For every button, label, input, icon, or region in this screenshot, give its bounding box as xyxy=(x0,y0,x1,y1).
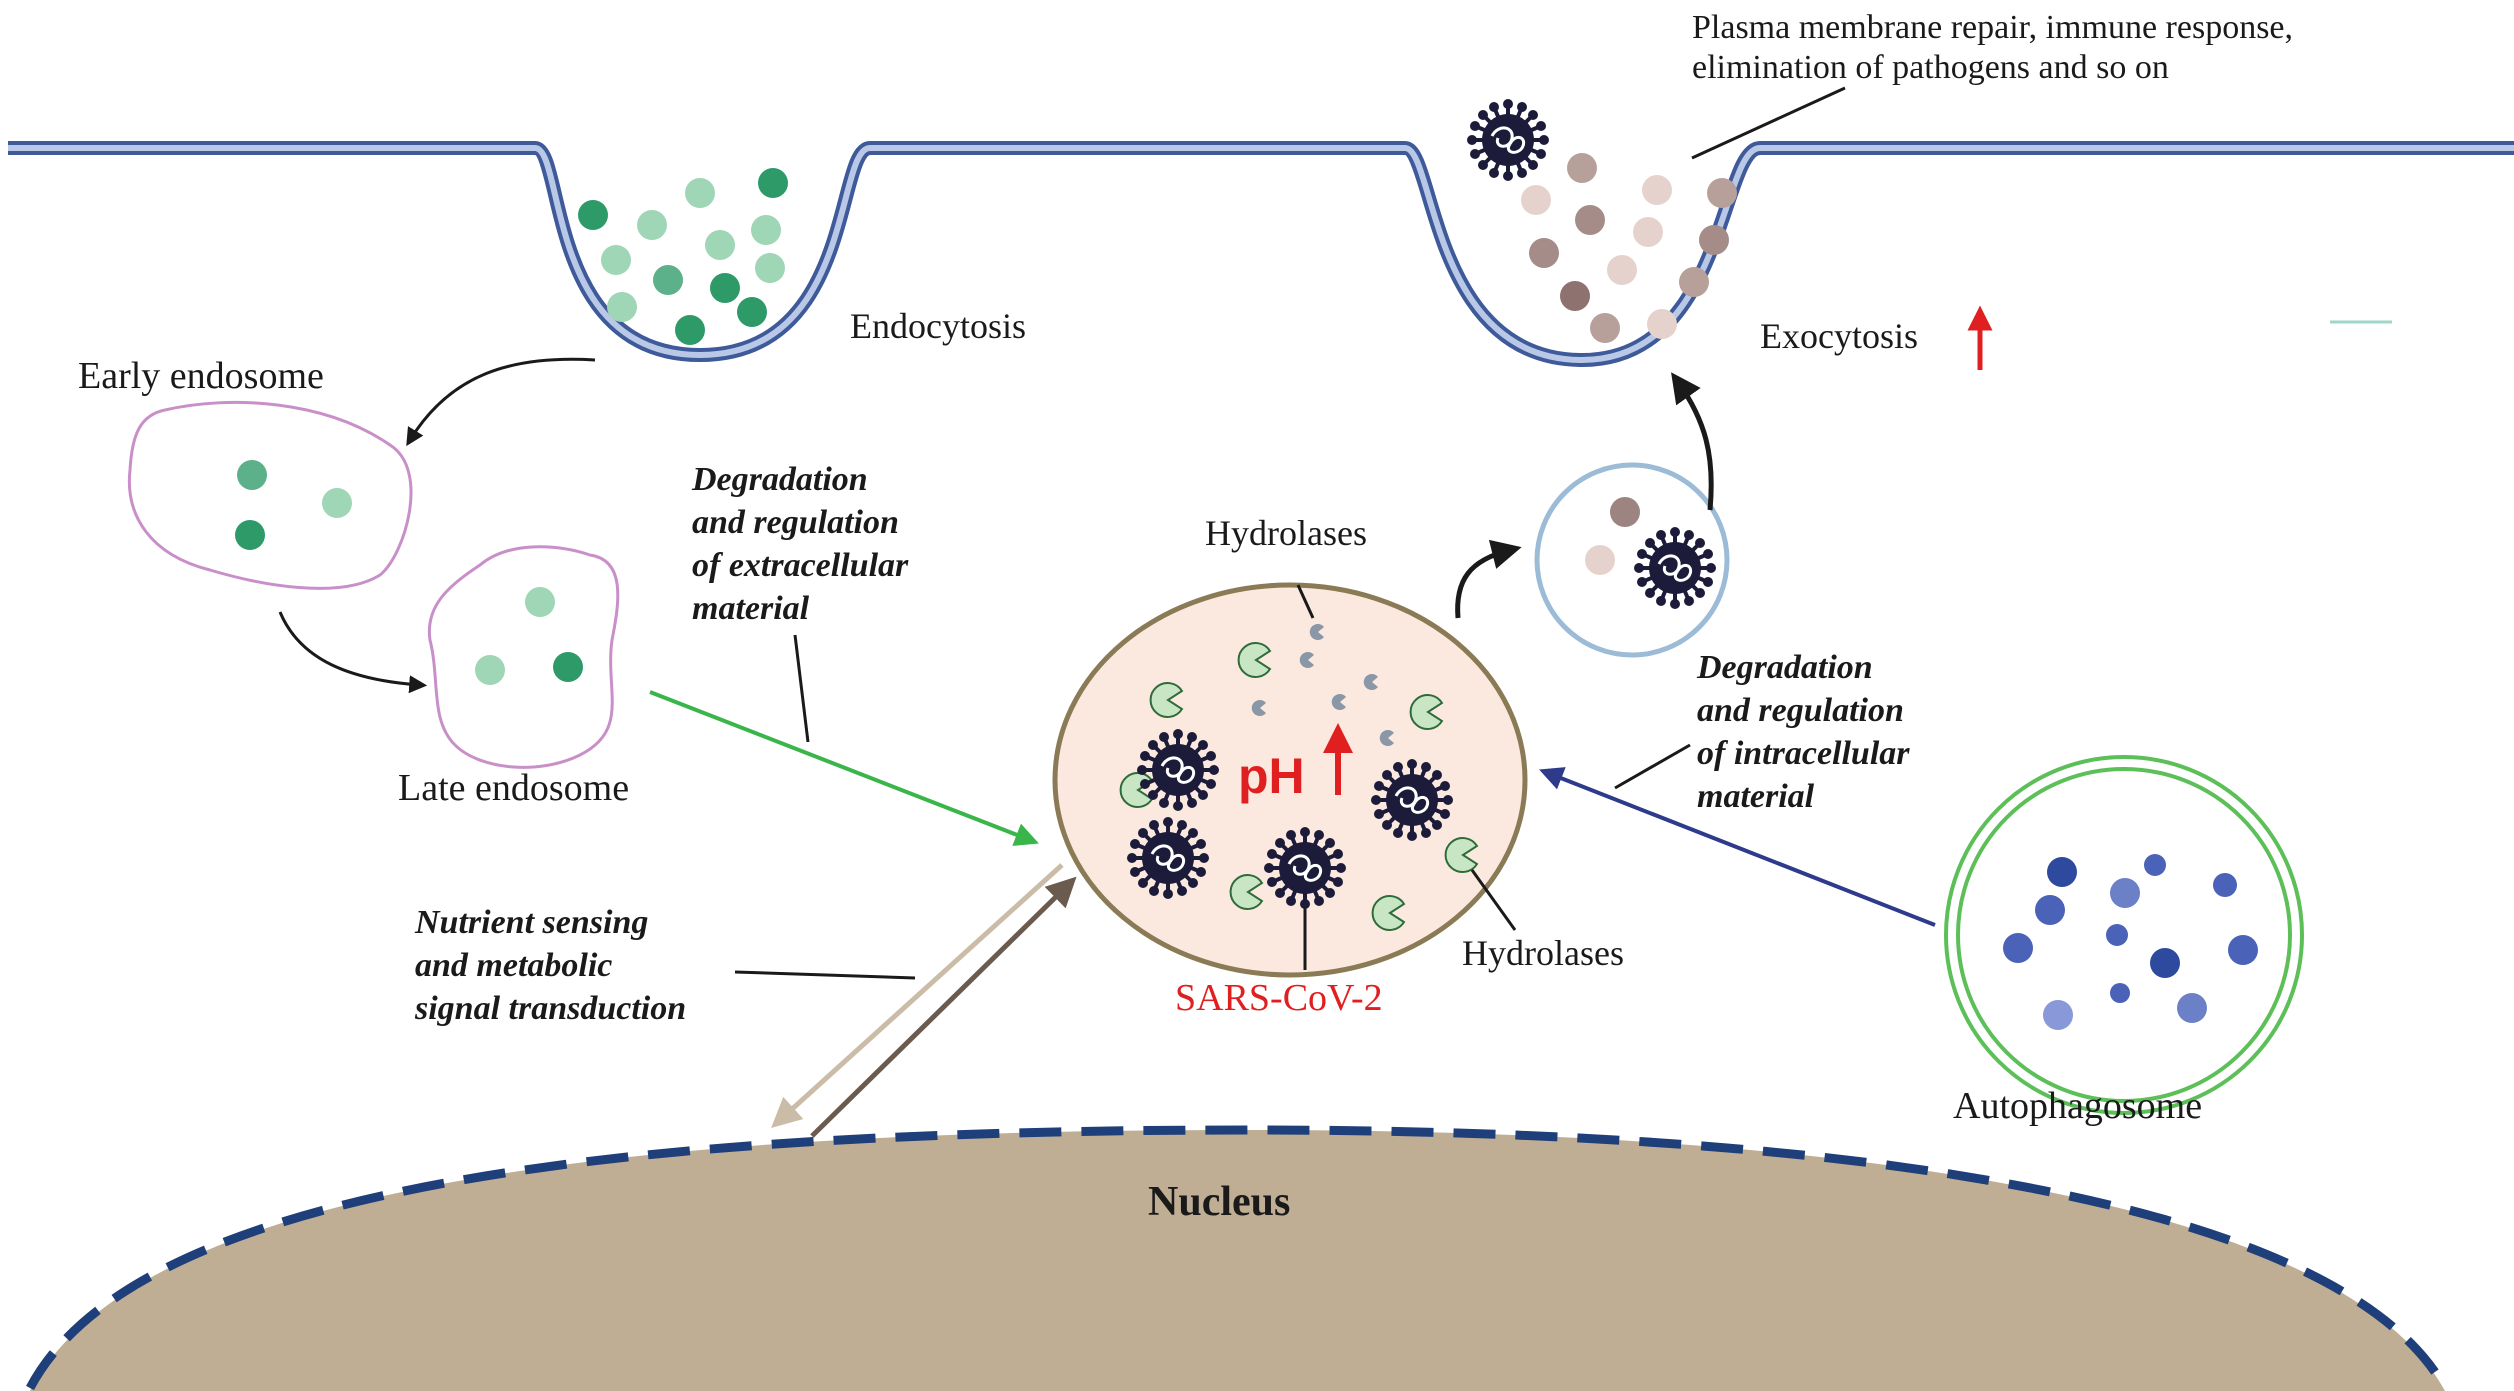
hydrolases-top-pointer xyxy=(1296,584,1315,619)
intracellular-label-line4: material xyxy=(1697,778,1815,815)
intracellular-arrow xyxy=(1539,767,1936,927)
nutrient-pointer xyxy=(734,970,916,980)
vesicle-cargo xyxy=(1610,497,1640,527)
vesicle-to-exocytosis-arrow xyxy=(1671,372,1714,511)
intracellular-pointer xyxy=(1614,743,1691,790)
nucleus-to-lysosome-arrow xyxy=(810,876,1077,1138)
early-endosome-label: Early endosome xyxy=(78,355,324,397)
extracellular-label-line1: Degradation xyxy=(691,461,868,498)
nucleus-label: Nucleus xyxy=(1148,1179,1290,1225)
nutrient-label-line1: Nutrient sensing xyxy=(414,904,648,941)
plasma-membrane-outer xyxy=(8,141,2514,368)
plasma-membrane xyxy=(8,141,2514,368)
intracellular-label-line1: Degradation xyxy=(1696,649,1873,686)
extracellular-label-line2: and regulation xyxy=(692,504,899,541)
nutrient-label-line2: and metabolic xyxy=(415,947,612,984)
hydrolases-bottom-label: Hydrolases xyxy=(1462,933,1624,973)
intracellular-label-line3: of intracellular xyxy=(1697,735,1910,772)
autophagosome-cargo xyxy=(2003,854,2258,1030)
extracellular-label-line3: of extracellular xyxy=(692,547,909,584)
virus-exiting-icon xyxy=(1465,97,1551,183)
lysosome-to-nucleus-arrow xyxy=(771,863,1064,1129)
late-endosome-label: Late endosome xyxy=(398,767,629,809)
late-endosome xyxy=(427,545,620,769)
sars-cov-2-label: SARS-CoV-2 xyxy=(1175,977,1383,1019)
plasma-membrane-inner xyxy=(8,145,2514,364)
endocytosis-arrow xyxy=(406,357,596,447)
intracellular-label-line2: and regulation xyxy=(1697,692,1904,729)
nucleus xyxy=(30,1130,2445,1391)
exocytosis-label: Exocytosis xyxy=(1760,316,1918,356)
extracellular-label-line4: material xyxy=(692,590,810,627)
exocytic-cargo xyxy=(1521,153,1737,343)
plasma-membrane-label-line2: elimination of pathogens and so on xyxy=(1692,49,2169,86)
nuclear-envelope xyxy=(26,1125,2449,1391)
ph-label: pH xyxy=(1238,748,1305,804)
extracellular-pointer xyxy=(793,634,810,743)
extracellular-arrow xyxy=(649,690,1039,846)
plasma-text-pointer xyxy=(1691,86,1846,160)
early-endosome xyxy=(127,400,413,590)
plasma-membrane-label-line1: Plasma membrane repair, immune response, xyxy=(1692,9,2293,46)
early-to-late-arrow xyxy=(278,611,428,694)
exocytic-vesicle xyxy=(1534,462,1730,658)
early-endosome-cargo xyxy=(235,460,352,550)
vesicle-cargo xyxy=(1585,545,1615,575)
endocytosis-label: Endocytosis xyxy=(850,306,1026,346)
nutrient-label-line3: signal transduction xyxy=(414,990,686,1027)
lysosome-to-vesicle-arrow xyxy=(1455,539,1522,619)
hydrolases-top-label: Hydrolases xyxy=(1205,513,1367,553)
autophagosome-inner-membrane xyxy=(1956,767,2292,1103)
late-endosome-cargo xyxy=(475,587,583,685)
hydrolases-bottom-pointer xyxy=(1470,869,1517,931)
autophagosome-label: Autophagosome xyxy=(1953,1085,2202,1127)
endocytic-cargo xyxy=(578,168,788,345)
